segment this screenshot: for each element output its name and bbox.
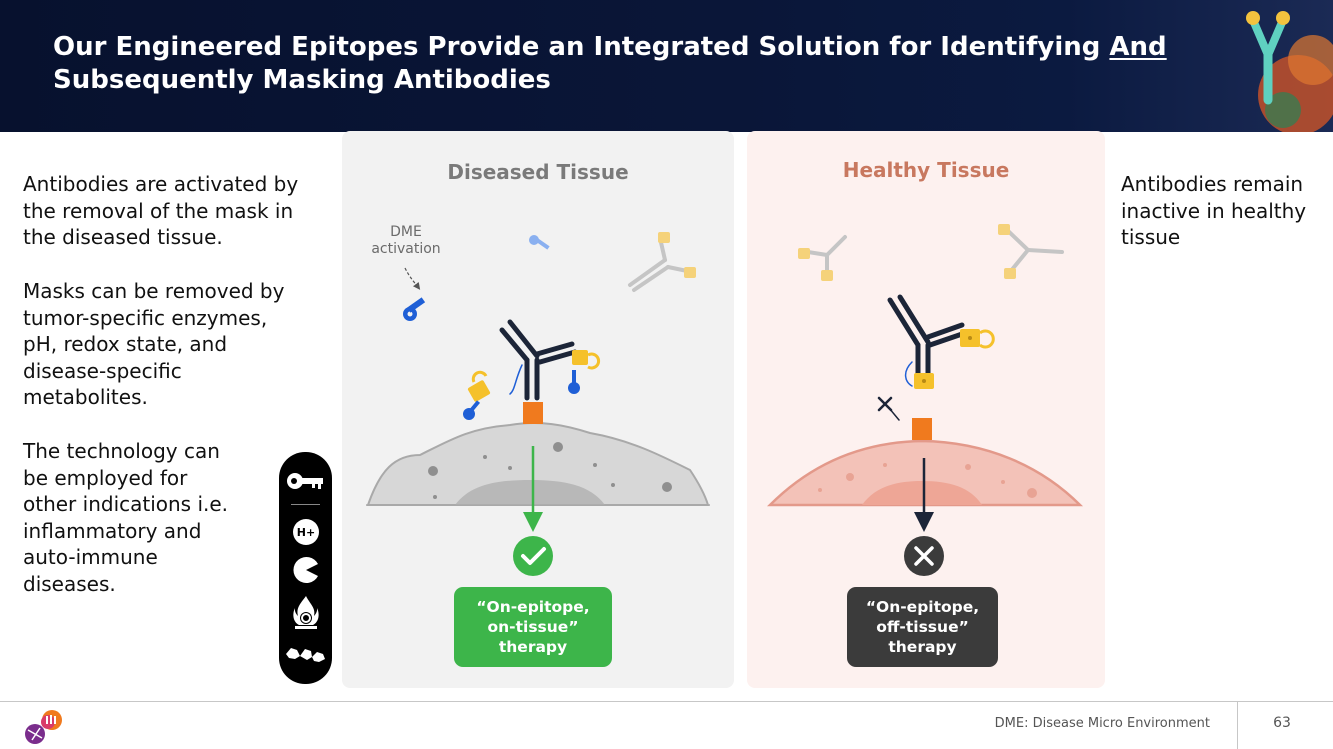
released-mask-lock [572,350,601,370]
trigger-icon-legend: H+ [279,452,332,684]
dme-dotted-arrow [404,267,421,290]
key-icon [568,370,580,394]
mask-lock [684,267,696,278]
legend-divider [291,504,320,505]
footer-vertical-divider [1237,702,1238,749]
header-banner: Our Engineered Epitopes Provide an Integ… [0,0,1333,132]
footnote-dme: DME: Disease Micro Environment [994,716,1210,731]
mask-lock [821,270,833,281]
key-icon [279,470,332,492]
mask-lock [914,373,934,389]
mask-lock [798,248,810,259]
pacman-icon [279,556,332,584]
redox-flame-icon [279,594,332,630]
released-mask-lock [467,370,491,402]
mask-removal-paragraph: Masks can be removed by tumor-specific e… [23,279,285,409]
mask-lock [1004,268,1016,279]
key-icon [529,235,550,250]
epitope-diseased [523,402,543,424]
diseased-tissue-mound [366,422,710,506]
dme-activation-label: DME activation [371,224,441,257]
indications-paragraph: The technology can be employed for other… [23,439,229,596]
svg-text:H+: H+ [296,526,314,539]
masked-antibody-faded [628,236,694,292]
x-circle-icon [904,536,944,576]
proton-icon: H+ [279,518,332,546]
footer-divider [0,701,1333,702]
key-icon [403,297,426,321]
mask-lock [960,329,995,349]
slide-title: Our Engineered Epitopes Provide an Integ… [53,32,1167,95]
masked-antibody [887,294,968,387]
healthy-tissue-title: Healthy Tissue [842,158,1010,182]
blocked-binding-icon [877,396,900,421]
on-tissue-therapy-badge: “On-epitope, on-tissue” therapy [454,587,612,667]
mask-lock [998,224,1010,235]
antibody-decoration-image [1246,11,1333,132]
masked-antibody-faded [1003,226,1064,274]
company-logo-icon [25,710,62,744]
healthy-inactive-note: Antibodies remain inactive in healthy ti… [1121,172,1307,249]
check-icon [513,536,553,576]
page-number: 63 [1273,715,1291,731]
masked-antibody-faded [806,235,847,274]
key-icon [463,400,481,420]
epitope-healthy [912,418,932,440]
activated-antibody [499,319,578,401]
off-tissue-therapy-badge: “On-epitope, off-tissue” therapy [847,587,998,667]
metabolite-chain-icon [279,644,332,664]
mask-lock [658,232,670,243]
diseased-tissue-title: Diseased Tissue [447,160,629,184]
activation-paragraph: Antibodies are activated by the removal … [23,172,299,249]
